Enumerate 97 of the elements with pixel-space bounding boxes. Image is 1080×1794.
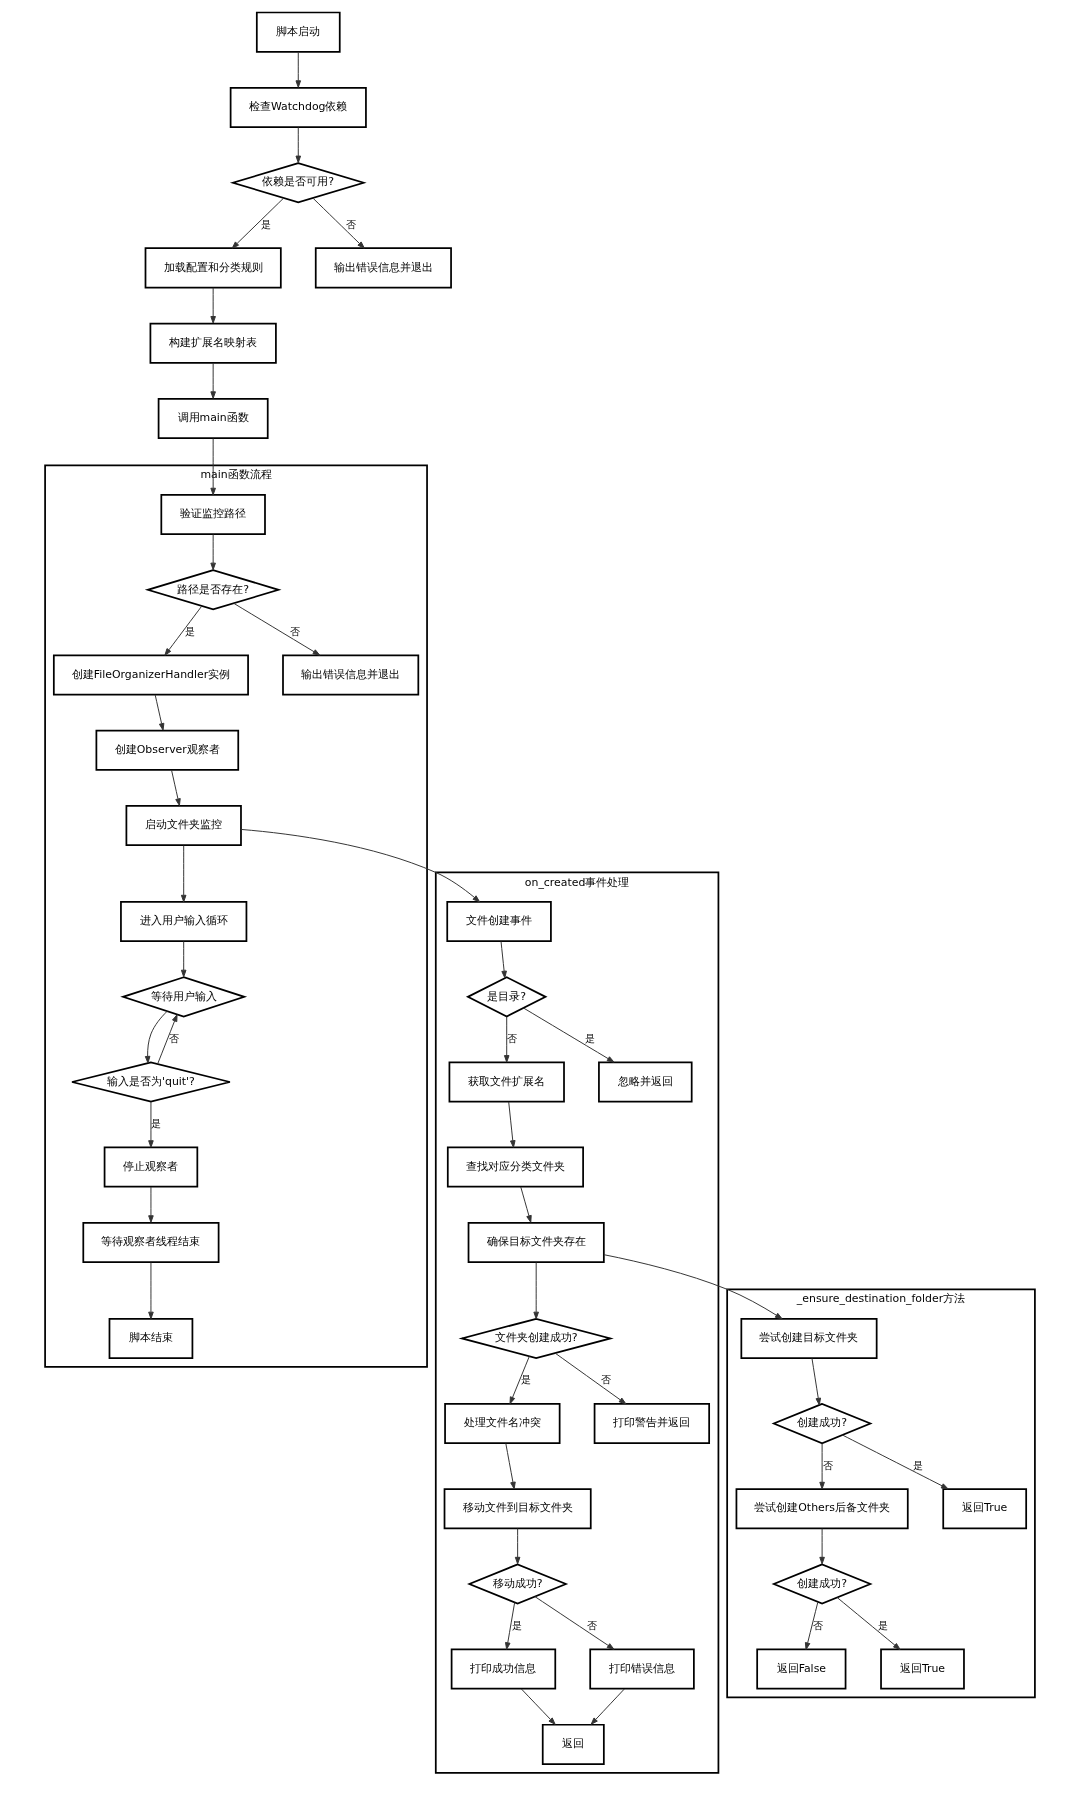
arrow [210,438,216,496]
node-box: 返回 [541,1723,605,1765]
arrow [804,1601,819,1650]
node-box: 加载配置和分类规则 [144,247,282,289]
edge-label: 是 [511,1619,522,1631]
arrow [157,1014,178,1065]
node-box: 输出错误信息并退出 [314,247,452,289]
node-box: 查找对应分类文件夹 [446,1146,584,1188]
node-box: 返回True [942,1488,1028,1530]
arrow [520,1688,556,1725]
edge-label: 是 [913,1459,924,1471]
node-diamond: 文件夹创建成功? [458,1317,614,1359]
arrow [241,828,481,903]
node-box: 打印警告并返回 [593,1403,711,1445]
node-box: 进入用户输入循环 [120,901,248,943]
node-box: 尝试创建目标文件夹 [740,1317,878,1359]
arrow [811,1357,822,1406]
node-box: 创建Observer观察者 [95,729,240,771]
node-box: 打印错误信息 [589,1648,695,1690]
node-diamond: 创建成功? [771,1402,873,1445]
node-box: 移动文件到目标文件夹 [443,1488,592,1530]
arrow [554,1352,627,1405]
arrow [603,1254,783,1320]
edge-label: 是 [185,625,196,637]
node-box: 停止观察者 [103,1146,199,1188]
arrow [505,1443,516,1490]
edge-label: 是 [260,218,271,230]
node-diamond: 移动成功? [467,1563,569,1605]
arrow [231,197,284,249]
node-diamond: 输入是否为'quit'? [71,1061,231,1103]
node-box: 尝试创建Others后备文件夹 [735,1488,909,1530]
node-box: 确保目标文件夹存在 [467,1221,605,1263]
node-box: 返回False [756,1648,847,1690]
arrow [841,1434,949,1490]
node-box: 脚本结束 [108,1317,194,1359]
arrow [514,1528,521,1565]
arrow [295,51,302,88]
edge-label: 是 [521,1374,532,1386]
node-box: 脚本启动 [255,11,341,53]
edge-label: 否 [586,1619,597,1631]
edge-label: 否 [345,218,356,230]
node-box: 验证监控路径 [160,494,266,535]
node-box: 检查Watchdog依赖 [229,86,367,128]
node-box: 处理文件名冲突 [444,1403,561,1445]
arrow [533,1262,539,1320]
node-diamond: 创建成功? [771,1563,873,1605]
arrow [180,845,187,903]
edge-label: 否 [601,1374,612,1386]
arrow [819,1528,825,1565]
arrow [148,1262,154,1320]
node-diamond: 是目录? [465,976,548,1018]
arrow [210,362,216,399]
arrow [210,533,216,571]
edge-label: 否 [168,1032,179,1044]
arrow [144,1010,168,1064]
edge-label: 是 [584,1032,595,1044]
node-diamond: 依赖是否可用? [229,162,367,204]
node-box: 文件创建事件 [446,901,552,943]
arrow [836,1597,901,1650]
node-box: 忽略并返回 [598,1061,693,1103]
node-box: 等待观察者线程结束 [82,1221,220,1263]
arrow [534,1596,615,1650]
arrow [180,941,187,978]
arrow [500,941,507,979]
edge-label: 否 [822,1459,833,1471]
node-box: 构建扩展名映射表 [149,322,277,364]
arrow [523,1007,615,1063]
node-diamond: 路径是否存在? [144,569,282,611]
arrow [590,1688,625,1725]
arrow [503,1016,510,1063]
node-box: 获取文件扩展名 [448,1061,565,1103]
arrow [233,602,321,656]
node-box: 返回True [880,1648,965,1690]
node-box: 打印成功信息 [450,1648,557,1690]
edge-label: 否 [812,1619,823,1631]
arrow [819,1443,825,1490]
arrow [509,1355,530,1405]
node-box: 启动文件夹监控 [125,805,242,847]
arrow [210,287,216,324]
arrow [148,1101,154,1148]
node-box: 创建FileOrganizerHandler实例 [52,654,249,696]
node-box: 输出错误信息并退出 [282,654,420,696]
node-diamond: 等待用户输入 [120,976,248,1018]
arrow [520,1186,532,1223]
arrow [171,769,181,806]
arrow [148,1186,154,1223]
edge-label: 否 [507,1032,518,1044]
edge-label: 是 [151,1117,162,1129]
edge-label: 是 [878,1619,889,1631]
arrow [312,197,365,249]
edge-label: 否 [290,625,300,637]
arrow [508,1101,516,1148]
arrow [154,694,165,731]
arrow [164,605,203,656]
node-box: 调用main函数 [157,397,269,439]
arrow [295,126,302,164]
arrow [505,1602,516,1650]
